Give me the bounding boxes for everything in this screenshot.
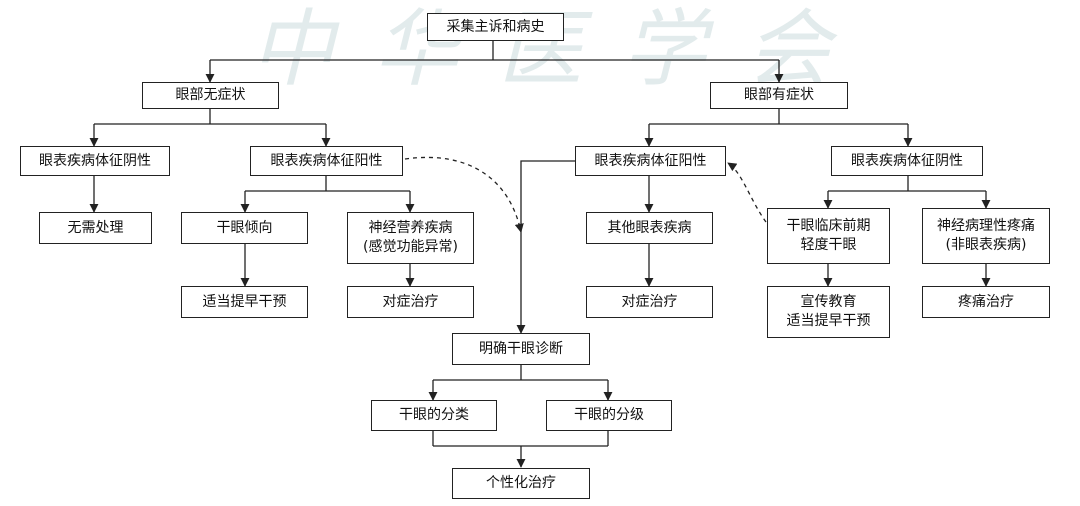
node-education-line1: 宣传教育 xyxy=(800,294,857,310)
node-right-sign-negative: 眼表疾病体征阴性 xyxy=(831,146,983,176)
node-mild-dry-eye: 干眼临床前期 轻度干眼 xyxy=(767,208,890,264)
arrow-right-pos-to-diagnosis xyxy=(516,160,575,334)
dashed-arrow-mild-dry-to-right-pos xyxy=(727,162,767,223)
node-symptomatic-treatment-right: 对症治疗 xyxy=(586,286,713,318)
node-other-ocular-surface-label: 其他眼表疾病 xyxy=(607,219,692,236)
node-symptomatic-treatment-left: 对症治疗 xyxy=(347,286,474,318)
node-dry-eye-classification: 干眼的分类 xyxy=(371,400,497,431)
node-left-sign-negative: 眼表疾病体征阴性 xyxy=(20,146,170,176)
node-collect-history: 采集主诉和病史 xyxy=(427,13,564,41)
node-left-sign-positive: 眼表疾病体征阳性 xyxy=(250,146,403,176)
node-neurotrophic-line2: (感觉功能异常) xyxy=(363,239,458,255)
node-dry-eye-grading-label: 干眼的分级 xyxy=(574,407,644,423)
node-dry-eye-classification-label: 干眼的分类 xyxy=(399,407,469,423)
node-dry-eye-tendency-label: 干眼倾向 xyxy=(216,219,273,236)
node-neuropathic-pain: 神经病理性疼痛 (非眼表疾病) xyxy=(922,208,1050,264)
node-dry-eye-tendency: 干眼倾向 xyxy=(181,212,308,244)
node-symptomatic-treatment-left-label: 对症治疗 xyxy=(382,293,439,310)
node-no-treatment-label: 无需处理 xyxy=(67,219,124,236)
node-personalized-treatment: 个性化治疗 xyxy=(452,468,590,499)
node-mild-dry-eye-line2: 轻度干眼 xyxy=(800,237,857,253)
node-mild-dry-eye-line1: 干眼临床前期 xyxy=(786,218,871,234)
node-other-ocular-surface: 其他眼表疾病 xyxy=(586,212,713,244)
node-right-sign-positive: 眼表疾病体征阳性 xyxy=(575,146,726,176)
node-education: 宣传教育 适当提早干预 xyxy=(767,286,890,338)
node-neuropathic-pain-line1: 神经病理性疼痛 xyxy=(937,218,1035,234)
node-has-symptom-label: 眼部有症状 xyxy=(744,87,814,103)
node-pain-treatment-label: 疼痛治疗 xyxy=(958,293,1014,310)
node-neurotrophic-disease: 神经营养疾病 (感觉功能异常) xyxy=(347,212,474,264)
node-education-line2: 适当提早干预 xyxy=(786,313,871,329)
node-collect-history-label: 采集主诉和病史 xyxy=(446,18,545,35)
node-right-sign-negative-label: 眼表疾病体征阴性 xyxy=(851,152,963,169)
node-early-intervention: 适当提早干预 xyxy=(181,286,308,318)
node-no-symptom-label: 眼部无症状 xyxy=(175,87,246,103)
node-confirm-diagnosis-label: 明确干眼诊断 xyxy=(479,340,563,357)
node-left-sign-positive-label: 眼表疾病体征阳性 xyxy=(270,152,383,169)
node-early-intervention-label: 适当提早干预 xyxy=(202,293,287,310)
dashed-arrow-left-pos-to-diagnosis-path xyxy=(404,156,524,233)
node-no-treatment: 无需处理 xyxy=(39,212,152,244)
node-pain-treatment: 疼痛治疗 xyxy=(922,286,1050,318)
node-neuropathic-pain-line2: (非眼表疾病) xyxy=(945,237,1027,253)
node-left-sign-negative-label: 眼表疾病体征阴性 xyxy=(39,152,151,169)
node-personalized-treatment-label: 个性化治疗 xyxy=(486,475,556,491)
node-confirm-diagnosis: 明确干眼诊断 xyxy=(452,333,590,365)
node-has-symptom: 眼部有症状 xyxy=(710,82,848,109)
node-dry-eye-grading: 干眼的分级 xyxy=(546,400,672,431)
node-neurotrophic-line1: 神经营养疾病 xyxy=(368,220,453,236)
node-symptomatic-treatment-right-label: 对症治疗 xyxy=(621,293,678,310)
node-right-sign-positive-label: 眼表疾病体征阳性 xyxy=(594,152,707,169)
node-no-symptom: 眼部无症状 xyxy=(142,82,279,109)
